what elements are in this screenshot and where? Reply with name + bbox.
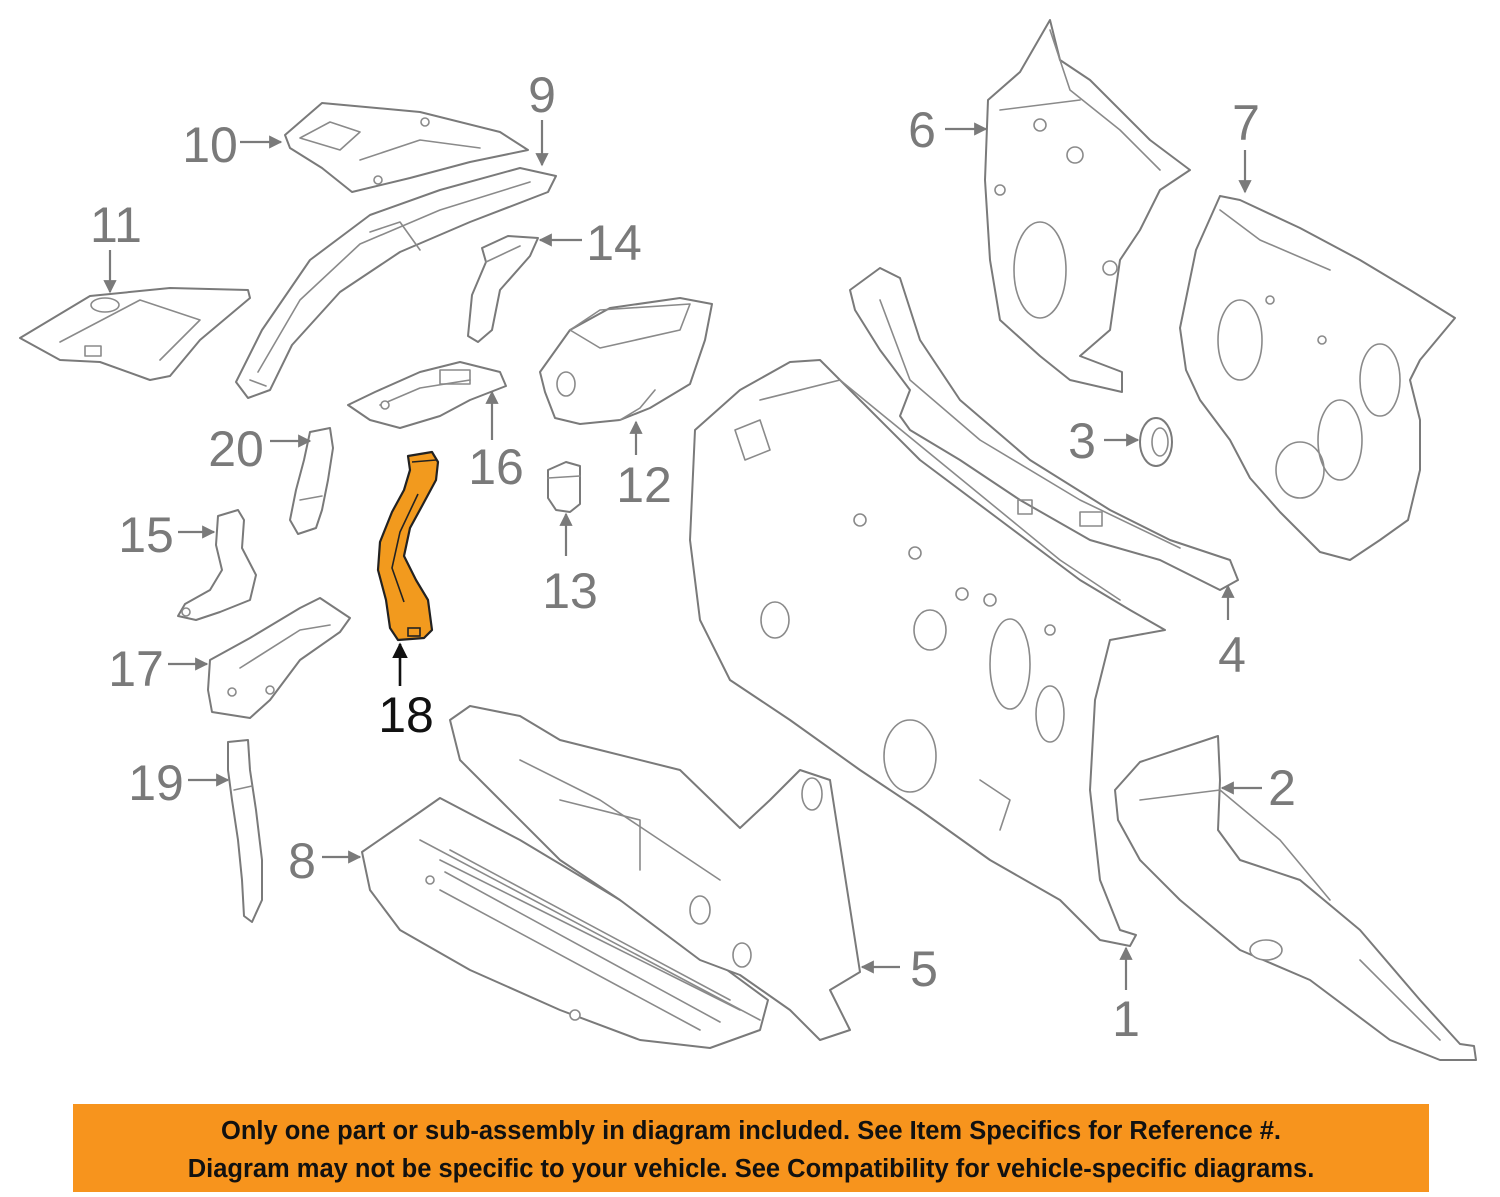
callout-8: 8 (288, 833, 316, 889)
part-1-dash-panel (689, 359, 1166, 947)
callout-16: 16 (468, 439, 524, 495)
part-18-duct-highlighted (376, 450, 440, 642)
callout-6: 6 (908, 102, 936, 158)
callout-7: 7 (1232, 95, 1260, 151)
notice-banner: Only one part or sub-assembly in diagram… (73, 1104, 1429, 1192)
part-6-side-panel (984, 19, 1191, 393)
part-5-cowl-panel (449, 705, 861, 1041)
part-11-plenum-cover (19, 287, 251, 381)
callout-19: 19 (128, 755, 184, 811)
part-3-grommet (1139, 417, 1173, 467)
notice-line-2: Diagram may not be specific to your vehi… (187, 1155, 1315, 1183)
callout-13: 13 (542, 563, 598, 619)
part-19-duct (227, 739, 263, 923)
callout-10: 10 (182, 117, 238, 173)
part-4-rail (849, 267, 1239, 591)
leader-lines (103, 120, 1262, 990)
callout-9: 9 (528, 67, 556, 123)
callout-17: 17 (108, 641, 164, 697)
part-13-component (547, 461, 581, 513)
part-12-reservoir (539, 297, 713, 425)
callout-3: 3 (1068, 413, 1096, 469)
part-16-bracket (347, 361, 507, 429)
callout-12: 12 (616, 457, 672, 513)
callout-15: 15 (118, 507, 174, 563)
notice-line-1: Only one part or sub-assembly in diagram… (221, 1117, 1281, 1145)
part-7-insulator (1179, 195, 1456, 561)
callout-labels: 1 2 3 4 5 6 7 8 9 10 11 12 13 14 15 16 1… (90, 67, 1296, 1047)
part-10-cowl-cover (284, 102, 529, 193)
callout-4: 4 (1218, 627, 1246, 683)
callout-2: 2 (1268, 760, 1296, 816)
callout-14: 14 (586, 215, 642, 271)
part-15-duct (177, 509, 257, 621)
part-2-liner (1114, 735, 1477, 1061)
part-8-cowl-grille (361, 797, 769, 1049)
callout-1: 1 (1112, 991, 1140, 1047)
callout-20: 20 (208, 421, 264, 477)
part-9-cowl-rail (235, 167, 557, 399)
part-17-bracket (207, 597, 351, 719)
callout-11: 11 (90, 197, 142, 253)
callout-5: 5 (910, 941, 938, 997)
callout-18: 18 (378, 687, 434, 743)
part-20-duct (289, 427, 334, 535)
part-14-duct (467, 235, 539, 343)
